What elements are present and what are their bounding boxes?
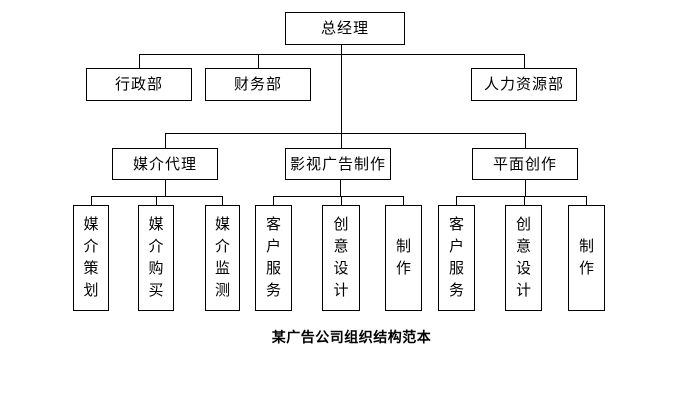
org-box-creative-design-1: 创 意 设 计 <box>322 205 360 311</box>
org-box-production-2: 制 作 <box>568 205 605 311</box>
connector-drop-creative-design-2 <box>524 196 525 205</box>
org-box-production-1: 制 作 <box>385 205 422 311</box>
connector-level2-rail <box>139 54 525 55</box>
connector-group2-rail <box>273 196 404 197</box>
org-box-client-service-2-label: 客 户 服 务 <box>448 216 464 299</box>
connector-drop-finance <box>258 54 259 68</box>
connector-drop-client-service-2 <box>456 196 457 205</box>
org-box-media-buying-label: 媒 介 购 买 <box>148 216 164 299</box>
connector-level3-rail <box>165 133 525 134</box>
connector-drop-hr <box>524 54 525 68</box>
org-box-film-tv-ad-production: 影视广告制作 <box>285 148 391 180</box>
org-box-client-service-1-label: 客 户 服 务 <box>265 216 281 299</box>
connector-drop-media-agency <box>165 133 166 148</box>
connector-drop-production-2 <box>586 196 587 205</box>
chart-caption: 某广告公司组织结构范本 <box>271 329 432 345</box>
connector-drop-creative-design-1 <box>341 196 342 205</box>
org-box-creative-design-1-label: 创 意 设 计 <box>333 216 349 299</box>
org-box-production-2-label: 制 作 <box>578 238 594 277</box>
org-box-client-service-1: 客 户 服 务 <box>255 205 292 311</box>
connector-drop-production-1 <box>403 196 404 205</box>
connector-drop-media-monitoring <box>222 196 223 205</box>
org-box-general-manager: 总经理 <box>285 12 405 45</box>
org-box-creative-design-2: 创 意 设 计 <box>505 205 542 311</box>
org-box-media-agency: 媒介代理 <box>112 148 218 180</box>
org-box-admin-dept: 行政部 <box>86 68 192 101</box>
org-box-finance-dept: 财务部 <box>205 68 311 101</box>
org-box-media-buying: 媒 介 购 买 <box>138 205 174 311</box>
connector-graphic-down <box>525 180 526 196</box>
connector-drop-media-buying <box>156 196 157 205</box>
connector-drop-media-planning <box>91 196 92 205</box>
org-box-media-planning-label: 媒 介 策 划 <box>83 216 99 299</box>
org-box-media-monitoring-label: 媒 介 监 测 <box>214 216 230 299</box>
connector-group1-rail <box>91 196 223 197</box>
connector-drop-graphic-creation <box>525 133 526 148</box>
connector-drop-admin <box>139 54 140 68</box>
org-box-media-planning: 媒 介 策 划 <box>73 205 109 311</box>
org-box-hr-dept: 人力资源部 <box>471 68 577 101</box>
org-box-client-service-2: 客 户 服 务 <box>438 205 475 311</box>
connector-root-trunk <box>341 45 342 148</box>
org-box-media-monitoring: 媒 介 监 测 <box>205 205 240 311</box>
org-box-graphic-creation: 平面创作 <box>472 148 578 180</box>
connector-film-tv-down <box>340 180 341 196</box>
connector-media-agency-down <box>165 180 166 196</box>
org-box-production-1-label: 制 作 <box>395 238 411 277</box>
org-box-creative-design-2-label: 创 意 设 计 <box>515 216 531 299</box>
connector-drop-client-service-1 <box>273 196 274 205</box>
connector-group3-rail <box>456 196 587 197</box>
